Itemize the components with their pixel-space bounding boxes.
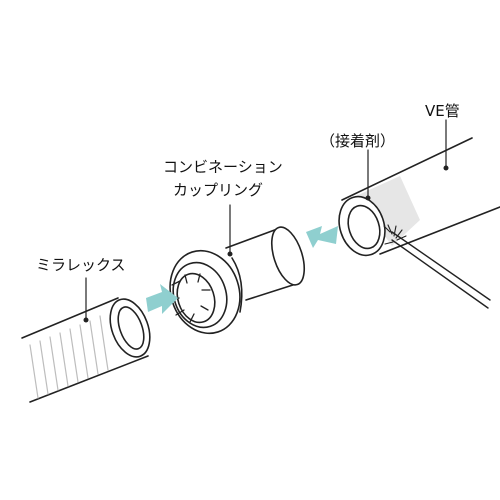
label-adhesive: （接着剤） [320, 132, 396, 150]
arrow-pipe-to-coupling [306, 226, 338, 248]
combination-coupling [169, 226, 306, 335]
label-ve-pipe: VE管 [425, 102, 460, 120]
label-coupling-line2: カップリング [173, 181, 264, 199]
miralex-hose [20, 297, 151, 403]
arrow-hose-to-coupling [146, 284, 178, 314]
label-miralex: ミラレックス [36, 256, 126, 274]
label-coupling-line1: コンビネーション [163, 158, 283, 176]
adhesive-band [356, 176, 420, 246]
ve-pipe [338, 137, 500, 309]
hose-ridges [29, 315, 109, 399]
